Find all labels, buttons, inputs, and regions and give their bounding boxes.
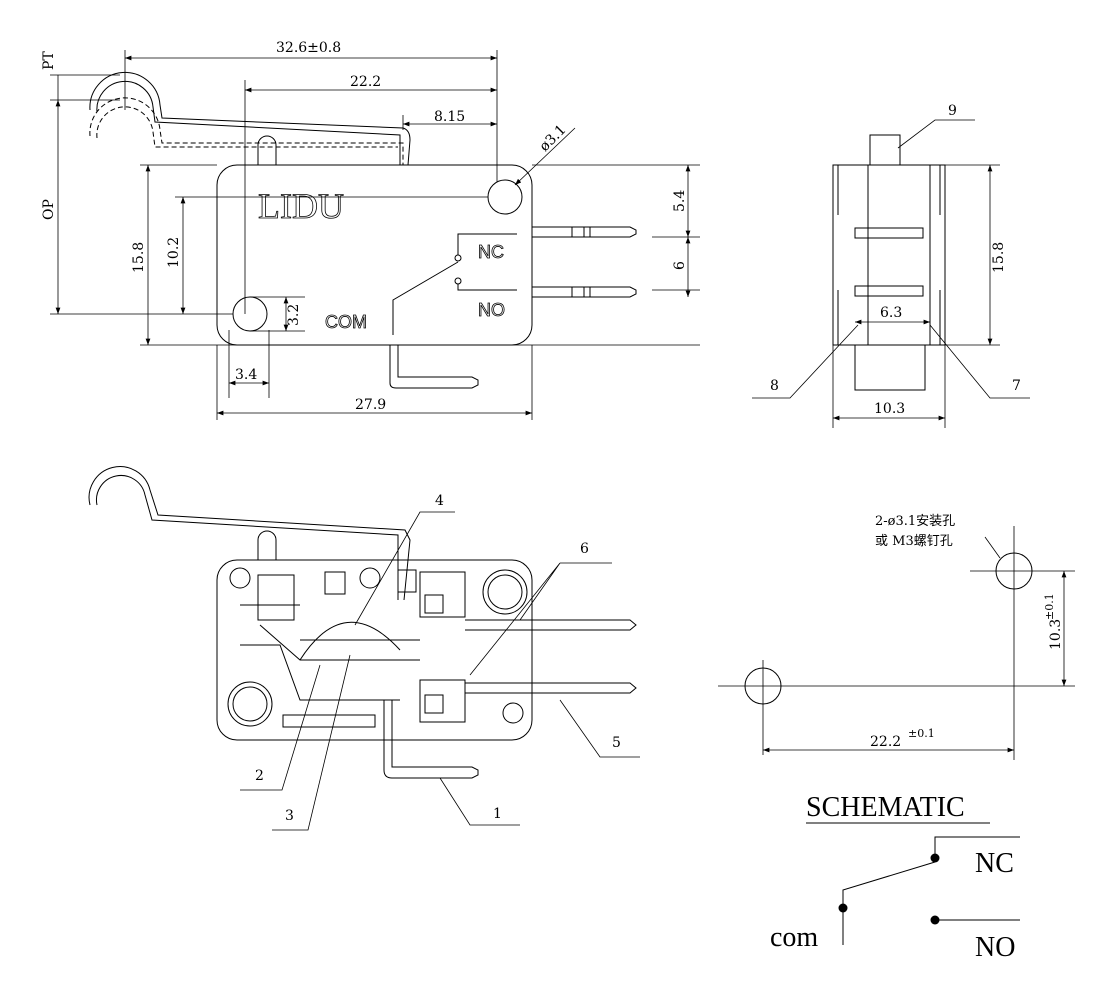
side-dim-inner: 6.3 — [880, 305, 902, 321]
dim-upper-terminal: 5.4 — [672, 190, 688, 212]
mount-tol-horizontal: ±0.1 — [908, 727, 935, 740]
callout-4: 4 — [435, 493, 444, 509]
com-contact-dot — [838, 903, 848, 913]
mount-dim-horizontal: 22.2 — [870, 734, 901, 750]
dim-body-length: 27.9 — [355, 397, 386, 413]
callout-2: 2 — [255, 768, 264, 784]
mount-hole-left — [232, 296, 268, 332]
schematic-com: com — [770, 922, 818, 953]
roller — [257, 135, 277, 165]
extension-lines — [50, 50, 700, 420]
dim-op: OP — [41, 199, 57, 220]
callout-3: 3 — [285, 808, 294, 824]
top-view: LIDU NC NO COM — [41, 40, 700, 420]
dim-hole-to-lever: 22.2 — [350, 74, 381, 90]
nc-contact-dot — [930, 853, 940, 863]
dim-overall-length: 32.6±0.8 — [276, 40, 341, 56]
mounting-diagram: 2-ø3.1安装孔 或 M3螺钉孔 10.3 ±0.1 22.2 ±0.1 — [718, 514, 1075, 760]
schematic-nc: NC — [975, 848, 1014, 879]
dim-hole-size: 3.2 — [286, 304, 302, 326]
dimension-lines — [55, 55, 691, 416]
callout-5: 5 — [612, 735, 621, 751]
callout-1: 1 — [493, 806, 502, 822]
callout-9: 9 — [948, 103, 957, 119]
side-view: 15.8 6.3 10.3 9 8 7 — [752, 103, 1030, 428]
callout-6: 6 — [580, 541, 589, 557]
contact-symbol — [392, 233, 517, 335]
mount-tol-vertical: ±0.1 — [1043, 593, 1056, 620]
side-dim-height: 15.8 — [991, 242, 1007, 273]
side-dim-width: 10.3 — [874, 401, 905, 417]
callout-8: 8 — [770, 378, 779, 394]
no-label: NO — [478, 300, 505, 320]
dim-lever-end: 8.15 — [434, 109, 465, 125]
terminals — [389, 226, 637, 389]
internal-view: 4 6 5 2 3 1 — [88, 466, 640, 831]
schematic-title: SCHEMATIC — [806, 792, 965, 823]
plunger — [869, 134, 901, 166]
dim-terminal-pitch: 6 — [672, 261, 688, 270]
dim-hole-offset: 3.4 — [235, 367, 257, 383]
dim-height: 15.8 — [131, 242, 147, 273]
brand-label: LIDU — [258, 186, 344, 226]
schematic: SCHEMATIC NC NO com — [770, 792, 1020, 963]
mount-hole-right — [487, 179, 523, 215]
nc-label: NC — [478, 242, 504, 262]
lever — [89, 71, 411, 166]
mount-dim-vertical: 10.3 — [1048, 619, 1064, 650]
mount-note-2: 或 M3螺钉孔 — [875, 534, 953, 549]
no-contact-dot — [930, 915, 940, 925]
dim-pt: PT — [41, 51, 57, 70]
dim-hole-vertical: 10.2 — [166, 237, 182, 268]
com-label: COM — [325, 312, 367, 332]
schematic-no: NO — [975, 932, 1015, 963]
callout-7: 7 — [1012, 378, 1021, 394]
mount-note-1: 2-ø3.1安装孔 — [875, 514, 955, 529]
